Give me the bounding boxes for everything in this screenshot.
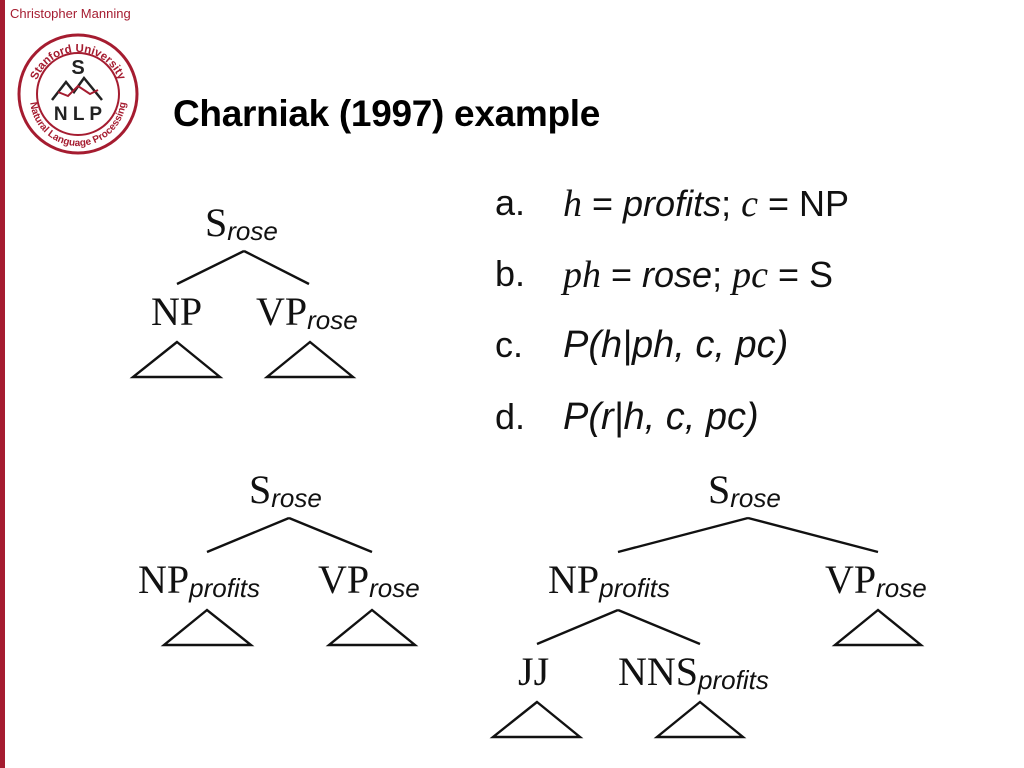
list-letter-c: c. (495, 324, 524, 365)
tree2-right-triangle (325, 608, 419, 647)
tree1-edge-right (243, 249, 310, 286)
logo-letter-s: S (71, 57, 84, 79)
tree2-left-node: NPprofits (138, 557, 260, 603)
list-letter-a: a. (495, 182, 526, 223)
tree2-edge-right (288, 516, 373, 554)
tree1-root: Srose (205, 200, 278, 246)
tree3-edge-nns (617, 608, 701, 646)
slide-title: Charniak (1997) example (173, 93, 601, 134)
tree3-nns-triangle (653, 700, 747, 739)
tree1-left-node: NP (151, 289, 202, 334)
tree1-right-triangle (263, 340, 357, 379)
tree1-edge-left (176, 249, 245, 286)
left-accent-bar (0, 0, 5, 768)
tree3-jj-triangle (489, 700, 584, 739)
tree3-vp-triangle (831, 608, 925, 647)
list-formula-b: ph = rose; pc = S (563, 254, 833, 296)
stanford-nlp-logo: Stanford University Natural Language Pro… (17, 33, 139, 155)
tree3-jj-node: JJ (518, 649, 549, 694)
tree3-np-node: NPprofits (548, 557, 670, 603)
list-formula-c: P(h|ph, c, pc) (563, 324, 789, 366)
list-formula-a: h = profits; c = NP (563, 183, 850, 225)
tree2-root: Srose (249, 467, 322, 513)
tree-2: Srose NPprofits VProse (138, 467, 420, 647)
list-letter-d: d. (495, 396, 526, 437)
tree2-right-node: VProse (318, 557, 420, 603)
tree2-edge-left (206, 516, 290, 554)
tree-1: Srose NP VProse (129, 200, 358, 379)
tree3-edge-jj (536, 608, 619, 646)
tree3-root: Srose (708, 467, 781, 513)
tree1-right-node: VProse (256, 289, 358, 335)
tree3-vp-node: VProse (825, 557, 927, 603)
tree3-nns-node: NNSprofits (618, 649, 769, 695)
list-formula-d: P(r|h, c, pc) (563, 396, 759, 438)
tree1-left-triangle (129, 340, 224, 379)
tree3-edge-np (617, 516, 749, 554)
list-letter-b: b. (495, 253, 526, 294)
tree3-edge-vp (747, 516, 879, 554)
author-name: Christopher Manning (10, 6, 131, 21)
logo-letters-nlp: N L P (54, 104, 103, 125)
tree2-left-triangle (160, 608, 255, 647)
tree-3: Srose NPprofits VProse JJ NNSprofits (489, 467, 927, 739)
